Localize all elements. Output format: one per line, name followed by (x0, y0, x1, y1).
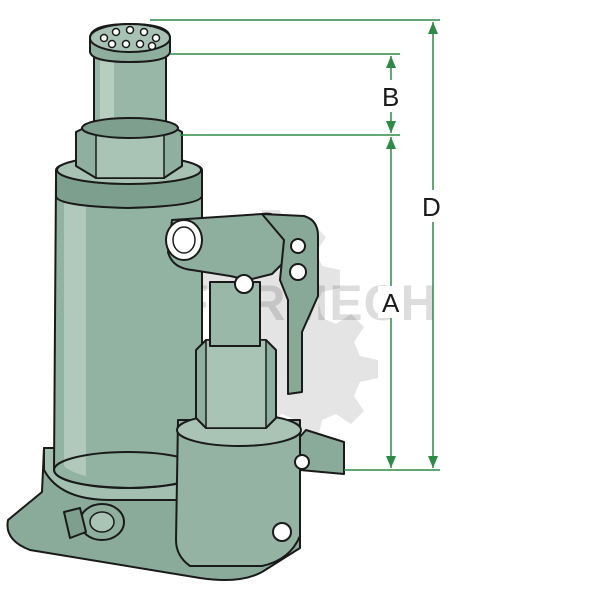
label-D-bg (420, 190, 446, 222)
dimension-label-D: D (422, 192, 441, 222)
cylinder-shade (64, 186, 86, 476)
dimension-D-arrow-bottom (428, 456, 438, 468)
dimension-B-arrow-top (386, 56, 396, 68)
saddle-grip-holes (99, 25, 161, 51)
jack (6, 23, 345, 581)
lever-bracket (261, 213, 319, 395)
bracket-hole-top (290, 238, 306, 254)
label-B-bg (378, 80, 404, 112)
base-mount-hole-right (294, 454, 310, 470)
pump-piston-face (205, 339, 267, 429)
pump-socket-pin (234, 274, 254, 294)
ram-shade (100, 58, 114, 124)
dimension-B-arrow-bottom (386, 121, 396, 133)
label-A-bg (378, 286, 404, 318)
ram-ring (81, 117, 179, 139)
dimension-D-arrow-top (428, 22, 438, 34)
dimension-A-arrow-bottom (386, 456, 396, 468)
pump-rod (209, 281, 261, 347)
dimension-label-B: B (382, 82, 399, 112)
release-screw-icon (63, 503, 125, 541)
pump-socket-inner (172, 226, 196, 254)
bracket-hole-bottom (289, 263, 307, 281)
pump-housing (175, 419, 301, 567)
dimension-A-arrow-top (386, 137, 396, 149)
base-mount-hole-front (272, 522, 292, 542)
dimension-label-A: A (382, 288, 400, 318)
